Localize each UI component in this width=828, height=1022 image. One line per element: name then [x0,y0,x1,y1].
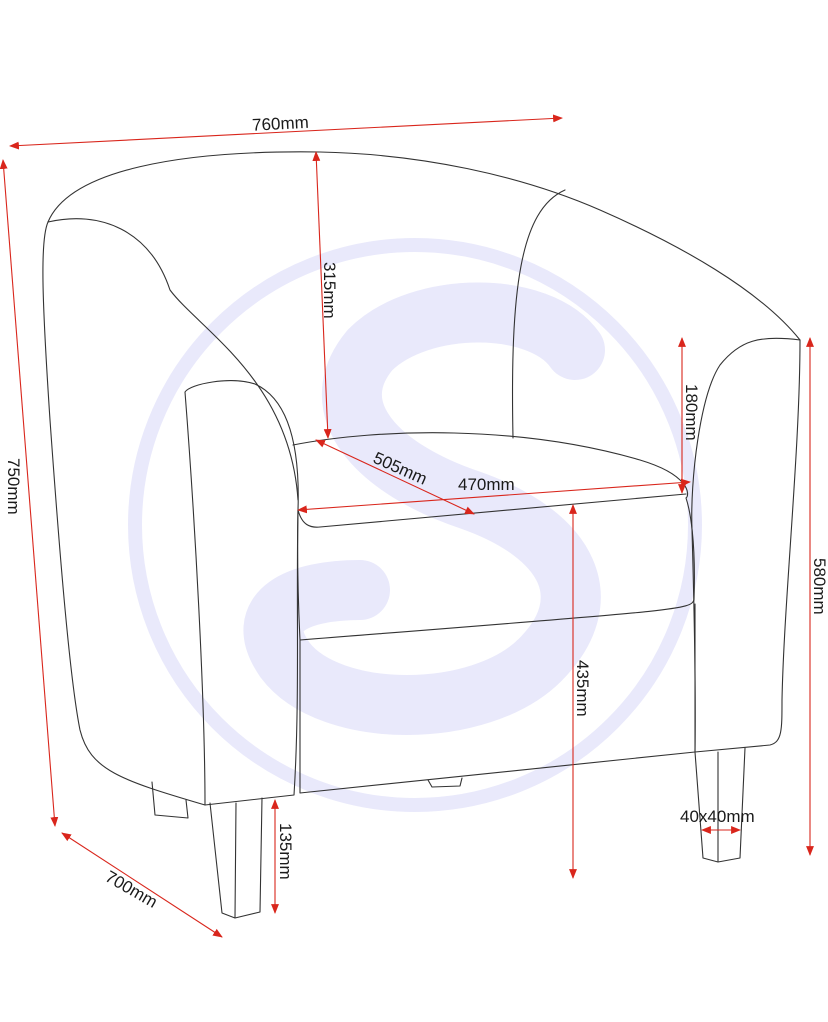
left-arm-outer [42,221,206,806]
label-overall-height: 750mm [4,458,23,515]
dim-line-overall-width [9,114,563,150]
label-seat-height: 435mm [573,660,592,717]
right-arm-front [691,337,801,753]
dim-line-back-height [312,151,332,439]
leg-centre-back [427,777,463,788]
left-arm-inner [47,218,299,501]
dim-line-seat-width [297,478,691,514]
label-leg-height: 135mm [276,823,295,880]
label-arm-above-seat: 180mm [682,384,701,441]
leg-left-front [209,797,263,919]
chair-back-top [47,151,801,341]
label-arm-height: 580mm [810,558,828,615]
label-overall-depth: 700mm [102,867,161,912]
seat-cushion [292,432,695,641]
label-back-height: 315mm [320,262,339,319]
label-seat-width: 470mm [458,475,515,494]
leg-right-front [694,747,746,863]
dimension-lines [0,114,814,938]
label-leg-section: 40x40mm [680,807,755,826]
dim-line-overall-depth [61,832,223,938]
left-arm-front [184,380,299,806]
leg-left-back [151,781,189,819]
chair-outline [42,151,801,919]
right-arm-inner [511,189,566,439]
label-overall-width: 760mm [252,113,310,135]
seat-front-base [299,603,696,794]
dim-line-overall-height [0,159,59,827]
s-logo-watermark [128,238,702,812]
